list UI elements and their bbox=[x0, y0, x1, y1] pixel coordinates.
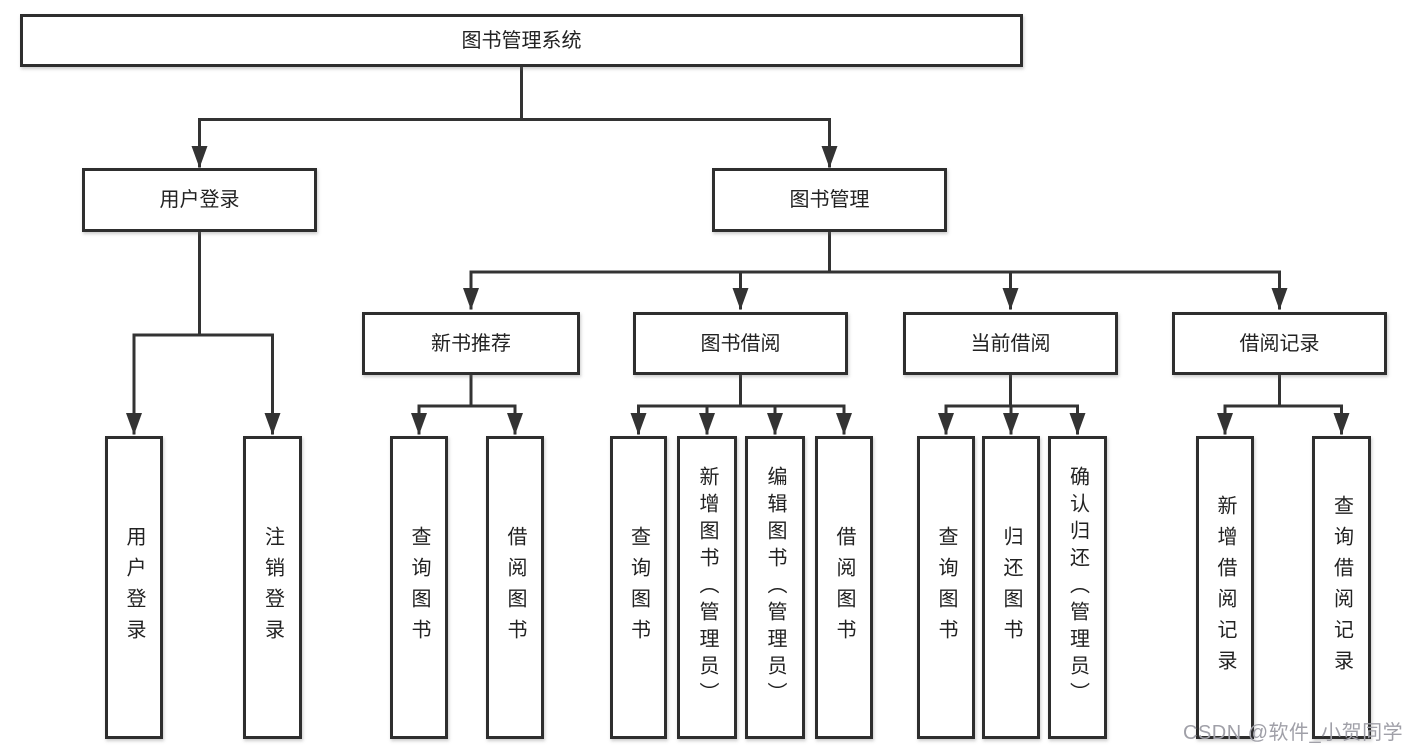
leaf-return-books-label: 归还图书 bbox=[1000, 525, 1022, 650]
leaf-return-books: 归还图书 bbox=[982, 436, 1040, 739]
leaf-user-login-label: 用户登录 bbox=[123, 525, 145, 650]
connector-current-children-trunk bbox=[944, 373, 1079, 408]
leaf-logout: 注销登录 bbox=[243, 436, 302, 739]
leaf-query-books-recommend-label: 查询图书 bbox=[408, 525, 430, 650]
leaf-edit-books-admin: 编辑图书（管理员） bbox=[745, 436, 805, 739]
node-user-login: 用户登录 bbox=[82, 168, 317, 232]
connector-user-children-trunk bbox=[132, 230, 274, 337]
connector-borrow-children-trunk bbox=[637, 373, 846, 408]
connector-mgmt-level3-trunk bbox=[469, 230, 1281, 274]
leaf-borrow-books-recommend-label: 借阅图书 bbox=[504, 525, 526, 650]
node-book-borrow: 图书借阅 bbox=[633, 312, 848, 375]
connector-recommend-children-trunk bbox=[417, 373, 517, 408]
leaf-query-books-recommend: 查询图书 bbox=[390, 436, 448, 739]
leaf-query-books-borrow: 查询图书 bbox=[610, 436, 667, 739]
leaf-query-books-current-label: 查询图书 bbox=[935, 525, 957, 650]
node-library-management-system: 图书管理系统 bbox=[20, 14, 1023, 67]
connector-root-level2-trunk bbox=[198, 64, 831, 121]
leaf-add-borrow-record: 新增借阅记录 bbox=[1196, 436, 1254, 739]
leaf-borrow-books: 借阅图书 bbox=[815, 436, 873, 739]
node-book-management: 图书管理 bbox=[712, 168, 947, 232]
node-current-borrow: 当前借阅 bbox=[903, 312, 1118, 375]
leaf-add-borrow-record-label: 新增借阅记录 bbox=[1214, 494, 1236, 681]
leaf-query-borrow-record: 查询借阅记录 bbox=[1312, 436, 1371, 739]
csdn-watermark: CSDN @软件_小贺同学 bbox=[1183, 722, 1404, 744]
leaf-borrow-books-recommend: 借阅图书 bbox=[486, 436, 544, 739]
leaf-edit-books-admin-label: 编辑图书（管理员） bbox=[764, 466, 786, 709]
leaf-query-borrow-record-label: 查询借阅记录 bbox=[1330, 494, 1353, 681]
connector-records-children-trunk bbox=[1223, 372, 1343, 408]
leaf-confirm-return-admin: 确认归还（管理员） bbox=[1048, 436, 1107, 739]
leaf-add-books-admin: 新增图书（管理员） bbox=[677, 436, 737, 739]
leaf-logout-label: 注销登录 bbox=[261, 525, 284, 650]
leaf-confirm-return-admin-label: 确认归还（管理员） bbox=[1066, 466, 1089, 709]
leaf-query-books-current: 查询图书 bbox=[917, 436, 975, 739]
leaf-user-login: 用户登录 bbox=[105, 436, 163, 739]
leaf-add-books-admin-label: 新增图书（管理员） bbox=[696, 466, 718, 709]
node-borrow-records: 借阅记录 bbox=[1172, 312, 1387, 375]
node-new-book-recommend: 新书推荐 bbox=[362, 312, 580, 375]
leaf-query-books-borrow-label: 查询图书 bbox=[627, 525, 650, 650]
leaf-borrow-books-label: 借阅图书 bbox=[833, 525, 855, 650]
